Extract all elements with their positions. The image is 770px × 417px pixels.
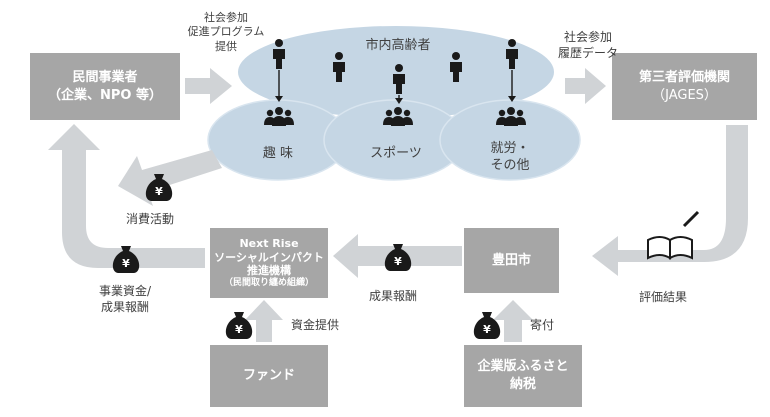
label-program: 社会参加 促進プログラム 提供: [176, 11, 276, 54]
label-consumption: 消費活動: [125, 212, 174, 226]
person-to-group-lines: [275, 70, 516, 104]
group-label-sports: スポーツ: [358, 146, 434, 163]
yen-symbol: ¥: [235, 323, 243, 336]
label-history-line2: 履歴データ: [557, 45, 618, 60]
next-rise-line3: 推進機構: [247, 264, 291, 278]
label-business-fund: 事業資金/ 成果報酬: [80, 284, 170, 315]
elderly-main-ellipse: [238, 26, 554, 118]
toyota-city-label: 豊田市: [491, 252, 531, 268]
furusato-line1: 企業版ふるさと: [477, 359, 569, 375]
group-label-hobby-text: 趣 味: [262, 146, 294, 161]
money-bag-icon: ¥: [473, 312, 501, 339]
furusato-line2: 納税: [509, 377, 536, 392]
yen-symbol: ¥: [155, 185, 163, 198]
arrow-program: [185, 68, 232, 104]
label-history-line1: 社会参加: [563, 30, 612, 44]
group-label-hobby: 趣 味: [245, 146, 311, 163]
group-label-work-text2: その他: [490, 157, 530, 173]
elderly-area: [207, 26, 581, 181]
money-bag-icon: ¥: [384, 244, 412, 271]
fund-box: ファンド: [210, 345, 328, 407]
third-party-name: 第三者評価機関: [638, 69, 730, 85]
arrow-business-fund: [48, 124, 205, 268]
toyota-city-box: 豊田市: [464, 228, 559, 293]
label-business-fund-line2: 成果報酬: [100, 299, 149, 314]
next-rise-title: Next Rise: [239, 236, 299, 250]
fund-label: ファンド: [242, 368, 295, 384]
next-rise-line2: ソーシャルインパクト: [214, 250, 324, 264]
next-rise-box: Next Rise ソーシャルインパクト 推進機構 （民間取り纏め組織）: [210, 228, 328, 298]
furusato-box: 企業版ふるさと 納税: [464, 345, 582, 407]
arrow-evaluation: [592, 125, 748, 276]
label-evaluation: 評価結果: [638, 290, 687, 304]
third-party-sub: （JAGES）: [652, 87, 717, 103]
private-business-sub: （企業、NPO 等）: [48, 87, 162, 103]
label-donation: 寄付: [529, 318, 554, 332]
group-label-work: 就労・ その他: [475, 141, 545, 175]
label-outcome-pay: 成果報酬: [368, 289, 417, 303]
money-bag-icon: ¥: [112, 246, 140, 273]
elderly-title: 市内高齢者: [365, 38, 431, 53]
money-bag-icon: ¥: [225, 312, 253, 339]
arrow-capital: [245, 300, 283, 342]
label-program-line1: 社会参加: [204, 11, 248, 24]
third-party-box: 第三者評価機関 （JAGES）: [612, 53, 757, 120]
group-label-sports-text: スポーツ: [370, 146, 422, 161]
label-business-fund-line1: 事業資金/: [98, 284, 152, 298]
work-circle: [439, 99, 581, 181]
group-label-work-text: 就労・: [490, 141, 530, 156]
label-program-line2: 促進プログラム: [187, 25, 265, 39]
label-program-line3: 提供: [215, 39, 237, 53]
label-history: 社会参加 履歴データ: [548, 30, 628, 61]
next-rise-line4: （民間取り纏め組織）: [223, 278, 314, 288]
label-capital: 資金提供: [290, 318, 339, 332]
yen-symbol: ¥: [122, 257, 130, 270]
money-bag-icon: ¥: [145, 174, 173, 201]
private-business-box: 民間事業者 （企業、NPO 等）: [30, 53, 180, 120]
yen-symbol: ¥: [483, 323, 491, 336]
arrow-history: [565, 68, 606, 104]
arrow-donation: [493, 300, 533, 342]
yen-symbol: ¥: [394, 255, 402, 268]
money-bags: ¥ ¥ ¥ ¥ ¥: [112, 174, 501, 339]
report-icon: [647, 210, 700, 260]
private-business-name: 民間事業者: [72, 69, 138, 85]
arrow-consumption: [118, 150, 222, 206]
